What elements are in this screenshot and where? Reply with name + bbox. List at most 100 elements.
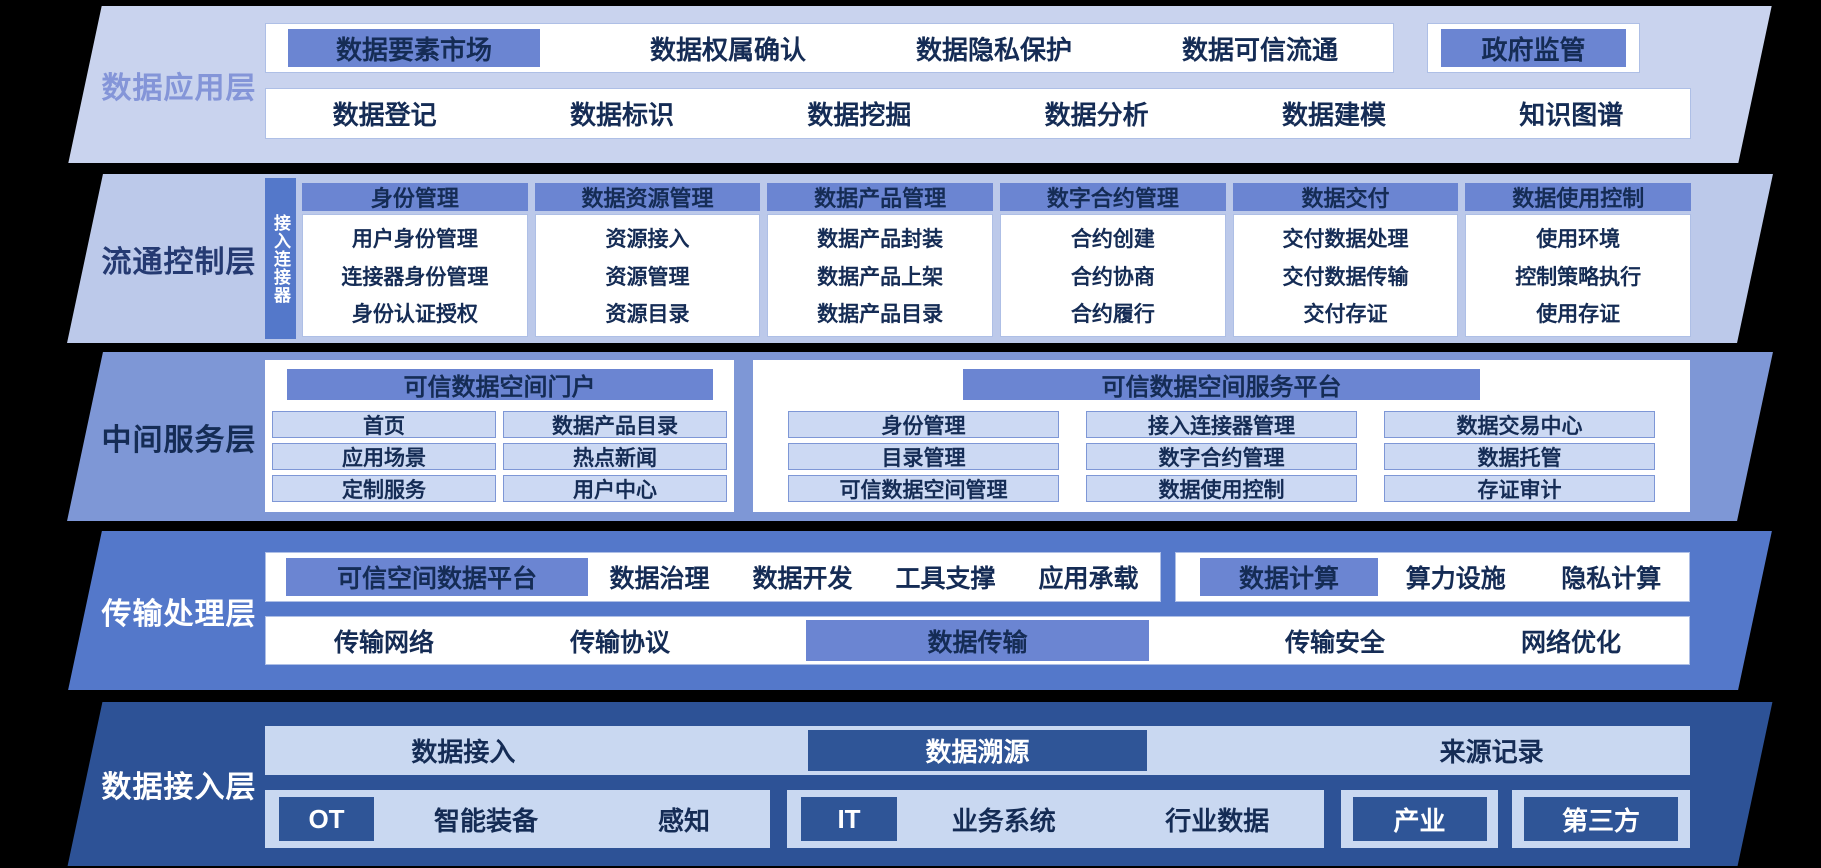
diagram-item: 资源接入: [605, 227, 690, 251]
column-header: 数据资源管理: [534, 183, 761, 211]
layer-circulation-control: 流通控制层 接入连接器 身份管理 用户身份管理 连接器身份管理 身份认证授权 数…: [67, 174, 1773, 343]
gov-highlight-box: 政府监管: [1441, 29, 1626, 67]
diagram-item: 交付数据处理: [1282, 227, 1409, 251]
service-platform-grid: 身份管理 接入连接器管理 数据交易中心 目录管理 数字合约管理 数据托管 可信数…: [753, 411, 1690, 502]
compute-highlight-box: 数据计算: [1200, 558, 1378, 596]
diagram-item: 数据标识: [569, 100, 674, 130]
diagram-item: 隐私计算: [1561, 565, 1662, 593]
thirdparty-highlight-box: 第三方: [1524, 797, 1678, 841]
column-body: 数据产品封装 数据产品上架 数据产品目录: [767, 214, 994, 337]
diagram-item: 感知: [657, 805, 710, 836]
diagram-item: 工具支撑: [895, 565, 996, 593]
transmission-highlight-box: 数据传输: [805, 620, 1149, 661]
grid-cell: 数字合约管理: [1086, 443, 1357, 470]
data-compute-panel: 数据计算 算力设施 隐私计算: [1175, 552, 1690, 602]
access-top-panel: 数据接入 数据溯源 来源记录: [265, 726, 1690, 775]
platform-items: 数据治理 数据开发 工具支撑 应用承载: [588, 559, 1160, 595]
diagram-item: 智能装备: [433, 805, 538, 836]
diagram-item: 算力设施: [1405, 565, 1506, 593]
diagram-item: 合约协商: [1070, 265, 1155, 289]
diagram-item: 数据登记: [332, 100, 437, 130]
service-platform-panel: 可信数据空间服务平台 身份管理 接入连接器管理 数据交易中心 目录管理 数字合约…: [753, 360, 1690, 512]
control-column-delivery: 数据交付 交付数据处理 交付数据传输 交付存证: [1232, 183, 1459, 337]
grid-cell: 目录管理: [788, 443, 1059, 470]
control-columns: 身份管理 用户身份管理 连接器身份管理 身份认证授权 数据资源管理 资源接入 资…: [302, 183, 1692, 337]
diagram-item: 资源管理: [605, 265, 690, 289]
diagram-item: 数据权属确认: [649, 34, 806, 65]
industry-source-panel: 产业: [1341, 790, 1498, 848]
diagram-item: 资源目录: [605, 303, 690, 327]
layer-transport-processing: 传输处理层 可信空间数据平台 数据治理 数据开发 工具支撑 应用承载 数据计算 …: [68, 531, 1772, 690]
diagram-item: 知识图谱: [1519, 100, 1624, 130]
grid-cell: 身份管理: [788, 411, 1059, 438]
diagram-item: 传输协议: [569, 628, 670, 657]
portal-panel: 可信数据空间门户 首页 数据产品目录 应用场景 热点新闻 定制服务 用户中心: [265, 360, 734, 512]
diagram-item: 网络优化: [1520, 628, 1621, 657]
column-header: 数据交付: [1232, 183, 1459, 211]
diagram-item: 数据接入: [411, 737, 516, 767]
trusted-space-data-platform-panel: 可信空间数据平台 数据治理 数据开发 工具支撑 应用承载: [265, 552, 1161, 602]
control-column-product: 数据产品管理 数据产品封装 数据产品上架 数据产品目录: [767, 183, 994, 337]
service-platform-header: 可信数据空间服务平台: [963, 369, 1480, 401]
gov-supervision-panel: 政府监管: [1427, 23, 1640, 73]
grid-cell: 热点新闻: [503, 443, 727, 470]
diagram-item: 合约创建: [1070, 227, 1155, 251]
control-column-resource: 数据资源管理 资源接入 资源管理 资源目录: [534, 183, 761, 337]
access-connector-tab: 接入连接器: [265, 178, 296, 339]
diagram-item: 数据开发: [752, 565, 853, 593]
ot-highlight-box: OT: [279, 797, 374, 841]
it-source-panel: IT 业务系统 行业数据: [787, 790, 1324, 848]
compute-items: 算力设施 隐私计算: [1378, 559, 1689, 595]
column-body: 使用环境 控制策略执行 使用存证: [1465, 214, 1692, 337]
diagram-item: 交付数据传输: [1282, 265, 1409, 289]
grid-cell: 可信数据空间管理: [788, 475, 1059, 502]
ot-source-panel: OT 智能装备 感知: [265, 790, 770, 848]
diagram-item: 数据建模: [1281, 100, 1386, 130]
diagram-item: 数据产品上架: [817, 265, 944, 289]
layer-label: 中间服务层: [101, 423, 257, 457]
control-column-contract: 数字合约管理 合约创建 合约协商 合约履行: [1000, 183, 1226, 337]
thirdparty-source-panel: 第三方: [1512, 790, 1690, 848]
column-header: 数字合约管理: [1000, 183, 1226, 211]
diagram-item: 行业数据: [1165, 805, 1270, 836]
column-header: 数据使用控制: [1465, 183, 1692, 211]
layer-data-access: 数据接入层 数据接入 数据溯源 来源记录 OT 智能装备 感知 IT 业务系统 …: [67, 702, 1773, 866]
column-header: 身份管理: [302, 183, 528, 211]
grid-cell: 存证审计: [1384, 475, 1655, 502]
grid-cell: 数据托管: [1384, 443, 1655, 470]
grid-cell: 定制服务: [272, 475, 496, 502]
industry-highlight-box: 产业: [1352, 797, 1487, 841]
diagram-item: 数据挖掘: [807, 100, 912, 130]
layer-label: 流通控制层: [101, 245, 257, 279]
control-column-identity: 身份管理 用户身份管理 连接器身份管理 身份认证授权: [302, 183, 528, 337]
diagram-item: 交付存证: [1303, 303, 1388, 327]
diagram-item: 数据治理: [609, 565, 710, 593]
diagram-item: 数据可信流通: [1181, 34, 1338, 65]
diagram-item: 应用承载: [1038, 565, 1139, 593]
diagram-item: 数据分析: [1044, 100, 1149, 130]
diagram-item: 用户身份管理: [351, 227, 478, 251]
grid-cell: 数据产品目录: [503, 411, 727, 438]
grid-cell: 用户中心: [503, 475, 727, 502]
it-items: 业务系统 行业数据: [897, 801, 1324, 838]
portal-header: 可信数据空间门户: [286, 369, 713, 401]
platform-highlight-box: 可信空间数据平台: [286, 558, 588, 596]
column-body: 用户身份管理 连接器身份管理 身份认证授权: [302, 214, 528, 337]
layer-data-application: 数据应用层 数据要素市场 数据权属确认 数据隐私保护 数据可信流通 政府监管 数…: [68, 6, 1772, 163]
ot-items: 智能装备 感知: [374, 801, 770, 838]
market-highlight-box: 数据要素市场: [288, 29, 540, 67]
diagram-item: 业务系统: [951, 805, 1056, 836]
diagram-item: 数据产品封装: [817, 227, 944, 251]
data-provenance-highlight-box: 数据溯源: [808, 730, 1147, 771]
grid-cell: 应用场景: [272, 443, 496, 470]
diagram-item: 传输安全: [1284, 628, 1385, 657]
it-highlight-box: IT: [801, 797, 897, 841]
diagram-item: 使用存证: [1536, 303, 1621, 327]
grid-cell: 接入连接器管理: [1086, 411, 1357, 438]
diagram-item: 来源记录: [1439, 737, 1544, 767]
control-column-usage: 数据使用控制 使用环境 控制策略执行 使用存证: [1465, 183, 1692, 337]
grid-cell: 首页: [272, 411, 496, 438]
grid-cell: 数据交易中心: [1384, 411, 1655, 438]
column-body: 交付数据处理 交付数据传输 交付存证: [1232, 214, 1459, 337]
layer-middle-service: 中间服务层 可信数据空间门户 首页 数据产品目录 应用场景 热点新闻 定制服务 …: [67, 352, 1773, 521]
